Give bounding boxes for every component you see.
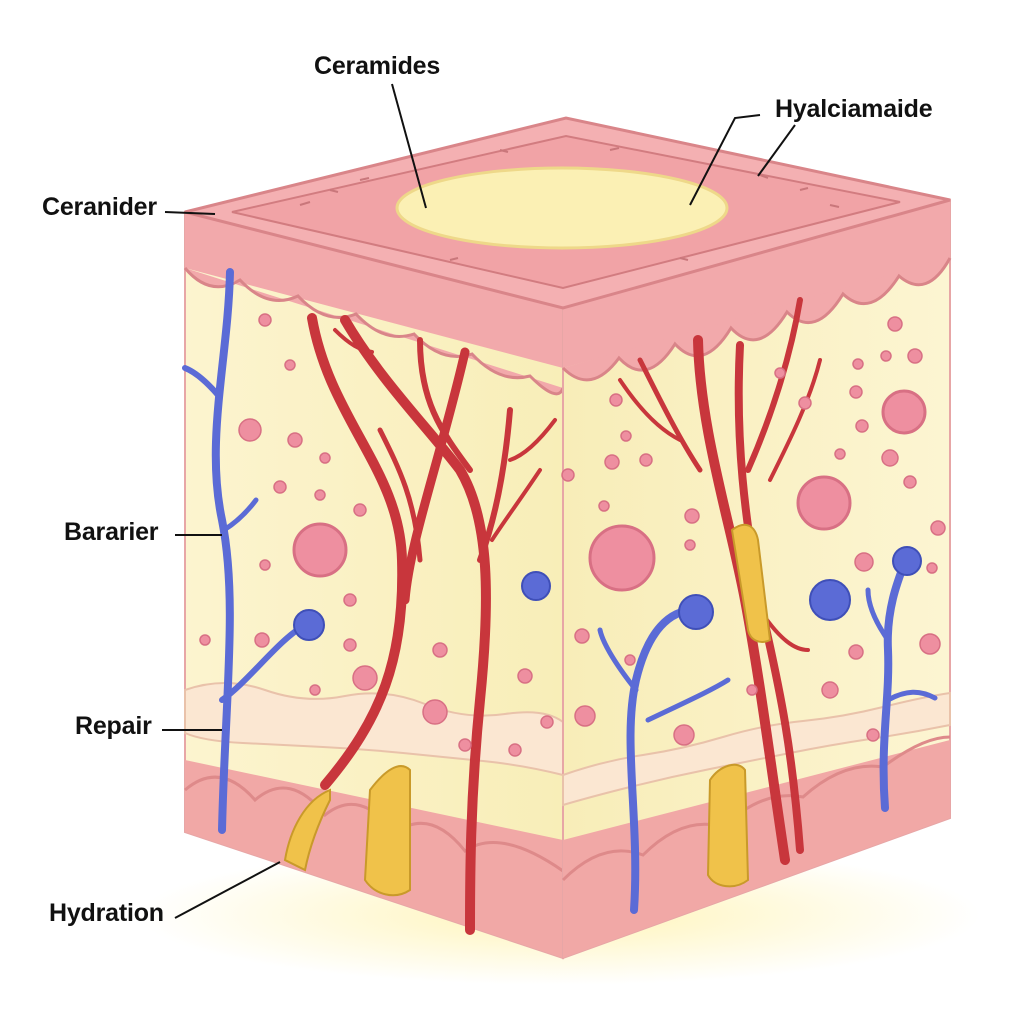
pink-cell [821, 681, 839, 699]
pink-cell [258, 313, 272, 327]
pink-cell [287, 432, 303, 448]
pink-cell [352, 665, 378, 691]
pink-cell [684, 508, 700, 524]
right-top-band [563, 200, 950, 368]
fat-deposits [283, 523, 772, 897]
pink-cell [238, 418, 262, 442]
left-lower-band-cells [184, 775, 564, 873]
pink-cell [881, 449, 899, 467]
pink-cell [866, 728, 880, 742]
leader-lines [162, 83, 796, 919]
pink-cell [880, 350, 892, 362]
pink-cell [517, 668, 533, 684]
pink-cell [673, 724, 695, 746]
pink-cell [774, 367, 786, 379]
pink-cell [930, 520, 946, 536]
pink-cell [639, 453, 653, 467]
pink-cell [254, 632, 270, 648]
pink-cell [620, 430, 632, 442]
pink-cell [604, 454, 620, 470]
label-hyalciamaide: Hyalciamaide [775, 95, 933, 123]
pink-cell [598, 500, 610, 512]
pink-cell [609, 393, 623, 407]
fat-deposit [730, 523, 772, 643]
fat-deposit [283, 788, 331, 872]
leader-line-hyalciamaide-1 [689, 114, 761, 206]
pink-cell [849, 385, 863, 399]
label-hydration: Hydration [49, 899, 164, 927]
pink-cell [343, 638, 357, 652]
pink-cell [343, 593, 357, 607]
pink-cell [919, 633, 941, 655]
blue-cell [678, 594, 714, 630]
pink-cell [458, 738, 472, 752]
pink-cell [903, 475, 917, 489]
pink-cell [855, 419, 869, 433]
leader-line-hydration [174, 861, 281, 919]
blue-cell [521, 571, 551, 601]
pink-cell [314, 489, 326, 501]
label-ceramides: Ceramides [314, 52, 441, 80]
leader-line-ceramides [391, 83, 427, 209]
pink-cell [422, 699, 448, 725]
blue-cell [293, 609, 325, 641]
left-top-band [185, 212, 563, 368]
pink-cell [432, 642, 448, 658]
pink-cell [798, 396, 812, 410]
pink-cell [273, 480, 287, 494]
pink-cell [574, 705, 596, 727]
leader-line-hyalciamaide-2 [757, 124, 796, 177]
pink-cell [854, 552, 874, 572]
pink-cell [508, 743, 522, 757]
pink-cell [353, 503, 367, 517]
fat-deposit [363, 765, 411, 897]
pink-cell [561, 468, 575, 482]
pink-cell [852, 358, 864, 370]
blue-cell [809, 579, 851, 621]
label-repair: Repair [75, 712, 152, 740]
left-top-scallops [183, 267, 565, 396]
pink-cell [887, 316, 903, 332]
pink-cell [881, 389, 927, 435]
fat-deposit [706, 763, 750, 888]
right-wavy-layer [562, 691, 951, 807]
leader-line-ceranider [164, 211, 216, 215]
pink-cell [848, 644, 864, 660]
pink-cell [284, 359, 296, 371]
pink-cell [834, 448, 846, 460]
pink-cell [796, 475, 852, 531]
pink-cell [309, 684, 321, 696]
top-center-pad [395, 166, 729, 250]
pink-cell [746, 684, 758, 696]
pink-cell [574, 628, 590, 644]
top-face [184, 116, 951, 310]
pink-cell [319, 452, 331, 464]
label-bararier: Bararier [64, 518, 159, 546]
pink-cell [199, 634, 211, 646]
cells [199, 313, 946, 757]
pink-cell [926, 562, 938, 574]
label-ceranider: Ceranider [42, 193, 157, 221]
top-texture [299, 147, 840, 261]
pink-cell [259, 559, 271, 571]
right-lower-band [563, 740, 950, 958]
pink-cell [907, 348, 923, 364]
right-top-scallops [561, 257, 952, 382]
pink-cell [684, 539, 696, 551]
pink-cell [624, 654, 636, 666]
pink-cell [540, 715, 554, 729]
pink-cell [292, 522, 348, 578]
blue-cell [892, 546, 922, 576]
pink-cell [588, 524, 656, 592]
